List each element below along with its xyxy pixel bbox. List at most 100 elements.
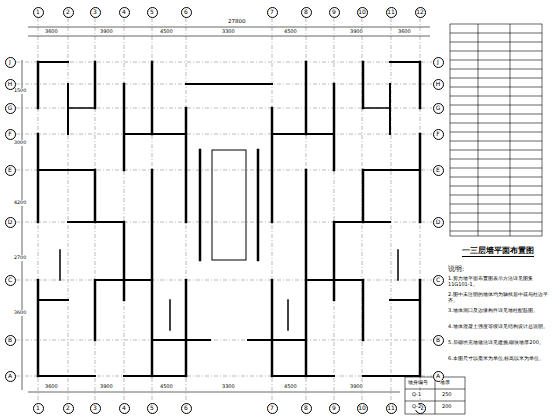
axis-bubble: 7 [267,7,278,18]
axis-label: 9 [332,405,336,411]
axis-label: 7 [270,9,274,15]
axis-label: 12 [416,9,424,15]
notes-heading: 说明: [448,266,464,273]
axis-bubble: H [433,79,444,90]
axis-lines [16,18,432,402]
axis-bubble: 7 [267,403,278,414]
axis-bubble: 3 [90,7,101,18]
note: 5.后砌填充墙做法详见建施,砌块墙厚200。 [448,340,554,346]
axis-bubble: 2 [63,7,74,18]
axis-label: 10 [358,9,366,15]
axis-label: D [8,219,13,225]
axis-bubble: F [433,129,444,140]
axis-label: D [436,219,441,225]
dimension: 4500 [160,29,173,35]
axis-label: 6 [184,9,188,15]
note: 4.墙体混凝土强度等级详见结构设计总说明。 [448,324,554,330]
axis-bubble: D [433,217,444,228]
dimension: 27800 [228,18,246,24]
axis-label: 4 [122,405,126,411]
axis-bubble: F [5,129,16,140]
axis-bubble: 4 [119,7,130,18]
axis-label: C [436,277,440,283]
axis-label: 10 [358,405,366,411]
axis-label: G [436,105,441,111]
dimension: 3300 [222,29,235,35]
axis-label: 11 [387,9,395,15]
note: 1.剪力墙平面布置图表示方法详见图集11G101-1。 [448,276,554,288]
axis-label: A [8,373,12,379]
axis-label: 1 [36,405,40,411]
axis-label: 3 [93,9,97,15]
axis-label: 4 [122,9,126,15]
note: 3.墙体洞口及边缘构件详见墙柱配筋图。 [448,308,554,314]
wall-thickness-table [405,377,465,414]
axis-label: 6 [184,405,188,411]
axis-label: H [436,81,441,87]
axis-bubble: 3 [90,403,101,414]
dimension: 3600 [398,29,411,35]
axis-label: 8 [304,9,308,15]
table-cell: 墙身编号 [408,380,428,386]
dimension: 4200 [14,200,26,206]
axis-label: 8 [304,405,308,411]
axis-bubble: 12 [415,7,426,18]
dimension: 3900 [350,384,363,390]
dimension: 2700 [14,255,26,261]
axis-bubble: 6 [181,403,192,414]
dimension: 3900 [350,29,363,35]
axis-label: H [8,81,13,87]
axis-bubble: D [5,217,16,228]
axis-bubble: J [5,57,16,68]
axis-bubble: 6 [181,7,192,18]
dimension: 3600 [45,384,58,390]
axis-bubble: B [5,335,16,346]
drawing-title: 一三层墙平面布置图 [462,246,534,257]
axis-label: 3 [93,405,97,411]
axis-bubble: 1 [33,403,44,414]
axis-bubble: C [5,275,16,286]
axis-bubble: A [5,371,16,382]
dimension: 3900 [100,29,113,35]
dimension: 4500 [284,29,297,35]
axis-label: J [9,59,11,65]
axis-label: 2 [66,405,70,411]
axis-label: 1 [36,9,40,15]
dimension: 3900 [100,384,113,390]
axis-label: A [436,373,440,379]
axis-label: 5 [150,405,154,411]
note: 6.本图尺寸以毫米为单位,标高以米为单位。 [448,356,554,362]
axis-bubble: 8 [301,403,312,414]
axis-bubble: 11 [386,403,397,414]
table-cell: 250 [442,392,452,398]
wall-table [450,24,542,236]
axis-label: 9 [332,9,336,15]
axis-bubble: C [433,275,444,286]
axis-bubble: 4 [119,403,130,414]
axis-label: F [436,131,439,137]
dimension: 3300 [222,384,235,390]
axis-bubble: 8 [301,7,312,18]
axis-label: 2 [66,9,70,15]
axis-bubble: J [433,57,444,68]
axis-bubble: 9 [329,403,340,414]
axis-bubble: E [433,165,444,176]
axis-bubble: 10 [357,7,368,18]
axis-label: E [436,167,440,173]
axis-label: F [8,131,11,137]
table-cell: Q-2 [412,404,421,410]
axis-bubble: B [433,335,444,346]
axis-bubble: E [5,165,16,176]
shear-walls [38,62,420,376]
axis-bubble: 1 [33,7,44,18]
axis-bubble: 5 [147,7,158,18]
axis-label: B [436,337,440,343]
dimension: 4500 [160,384,173,390]
dimension: 1500 [14,88,26,94]
note: 2.图中未注明的墙体均为轴线居中或与柱边平齐。 [448,292,554,304]
axis-label: 11 [387,405,395,411]
dimension-lines [22,27,430,392]
table-cell: Q-1 [412,392,421,398]
axis-label: 7 [270,405,274,411]
axis-bubble: 5 [147,403,158,414]
